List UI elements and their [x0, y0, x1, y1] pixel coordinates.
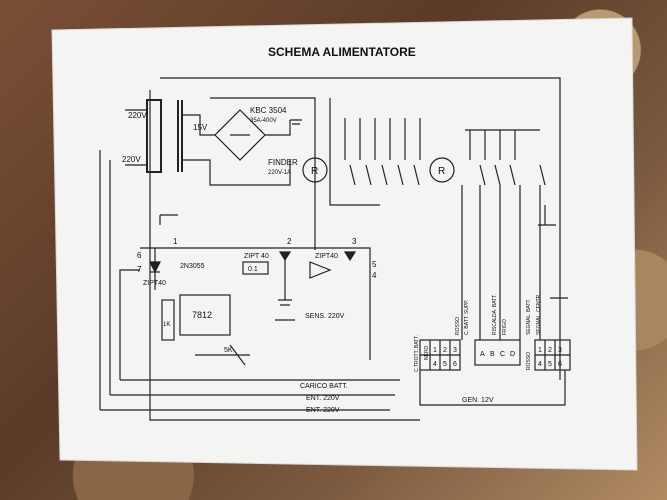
bridge-rectifier [214, 109, 266, 161]
resistor-0.1 [242, 261, 269, 275]
label-pin-r6: 6 [558, 361, 562, 368]
paper-sheet [51, 17, 638, 471]
label-conn-mid2-a: RISCALDA. BATT. [492, 294, 498, 335]
ic-7812 [179, 294, 231, 336]
label-pin-4: 4 [433, 361, 437, 368]
label-ent-220-b: ENT. 220V [306, 407, 340, 414]
label-pin-r4: 4 [538, 361, 542, 368]
label-ic-7812: 7812 [192, 310, 212, 320]
page-title: SCHEMA ALIMENTATORE [268, 45, 416, 59]
label-node-1: 1 [173, 237, 178, 246]
label-node-7: 7 [137, 265, 142, 274]
label-pin-a: A [480, 351, 485, 358]
label-pin-6: 6 [453, 361, 457, 368]
label-relay-symbol-1: R [311, 166, 318, 177]
relay-coil-1 [302, 157, 328, 183]
label-pin-b: B [490, 351, 495, 358]
label-conn-mid-a: ROSSO [455, 317, 461, 335]
label-transistor: 2N3055 [180, 263, 205, 270]
relay-coil-2 [429, 157, 455, 183]
label-bridge-name: KBC 3504 [250, 106, 287, 115]
label-15v: 15V [193, 123, 208, 132]
label-ent-220-a: ENT. 220V [306, 395, 340, 402]
label-pin-1: 1 [433, 347, 437, 354]
label-pin-c: C [500, 351, 505, 358]
label-pin-2: 2 [443, 347, 447, 354]
op-amp [309, 261, 332, 279]
label-relay-rating: 220V-1A [268, 170, 291, 176]
label-node-4: 4 [372, 271, 377, 280]
label-pin-r2: 2 [548, 347, 552, 354]
schematic-labels: SCHEMA ALIMENTATORE 220V 220V 15V KBC 35… [122, 45, 562, 414]
label-conn-mid-b: C. BATT. SUPP. [464, 300, 470, 335]
label-pot-5k: 5K [224, 347, 233, 354]
label-conn-left-nero: NERO [424, 345, 430, 360]
label-pin-3: 3 [453, 347, 457, 354]
label-node-5: 5 [372, 260, 377, 269]
label-pin-r1: 1 [538, 347, 542, 354]
resistor-1k [161, 299, 175, 341]
connector-mid [474, 339, 521, 366]
label-pin-r5: 5 [548, 361, 552, 368]
label-pin-r3: 3 [558, 347, 562, 354]
label-carico-batt: CARICO BATT. [300, 383, 348, 390]
label-node-2: 2 [287, 237, 292, 246]
label-relay-symbol-2: R [438, 166, 445, 177]
label-conn-left: C.TROTT. BATT. [414, 335, 420, 372]
label-zipt40-right: ZIPT40 [315, 253, 338, 260]
label-zipt40-left: ZIPT40 [143, 280, 166, 287]
label-node-6: 6 [137, 251, 142, 260]
zener-diode [149, 261, 161, 274]
label-res-1k: 1K [163, 322, 170, 328]
label-resistor-01: 0.1 [248, 266, 258, 273]
label-pin-d: D [510, 351, 515, 358]
label-conn-right-rosso: ROSSO [526, 352, 532, 370]
label-relay-name: FINDER [268, 158, 298, 167]
label-bridge-rating: 35A-400V [250, 118, 277, 124]
label-220v-top: 220V [128, 111, 147, 120]
label-conn-mid2-b: FRIGO [502, 319, 508, 335]
label-220v-left: 220V [122, 155, 141, 164]
label-conn-right-b: SEGNAL. CENTR. [536, 293, 542, 335]
label-zipt40-mid: ZIPT 40 [244, 253, 269, 260]
transformer-primary [146, 99, 162, 173]
diode-zipt40-right [343, 251, 357, 262]
schematic-lines [99, 77, 571, 421]
label-node-3: 3 [352, 237, 357, 246]
diode-zipt40-mid [278, 251, 292, 262]
label-pin-5: 5 [443, 361, 447, 368]
label-sens-220: SENS. 220V [305, 313, 345, 320]
label-gen-12: GEN. 12V [462, 397, 494, 404]
label-conn-right-a: SEGNAL. BATT. [526, 299, 532, 335]
